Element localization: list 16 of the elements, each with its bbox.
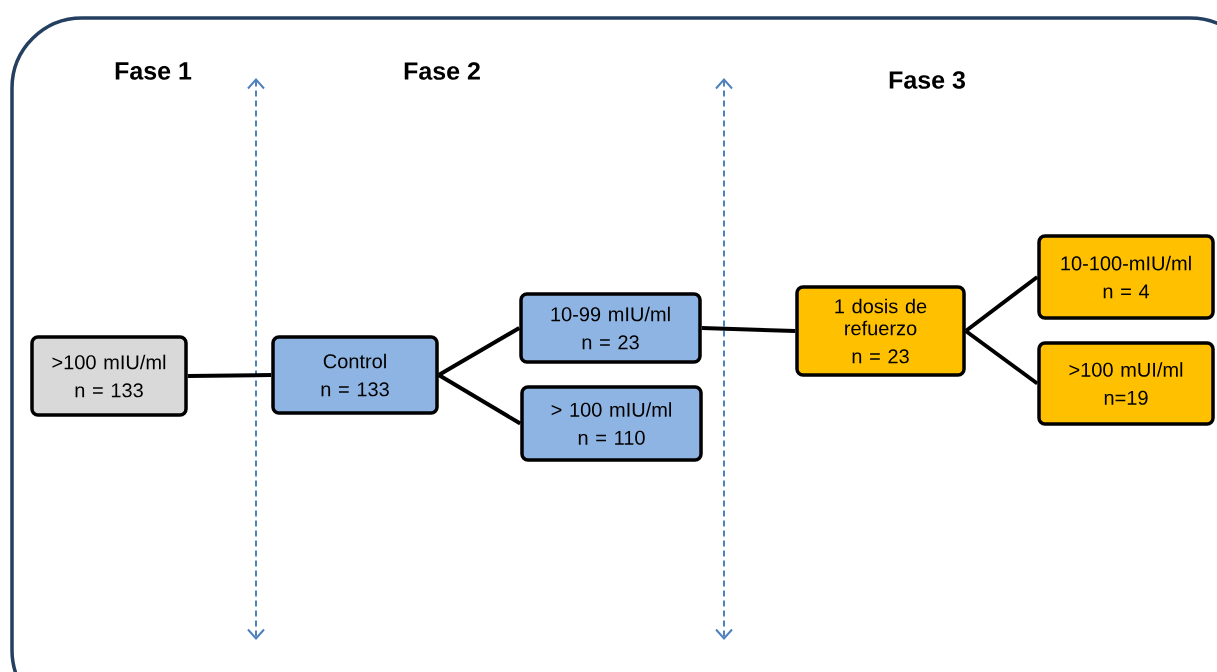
- process-box: >100 mIU/ml n = 133: [30, 335, 188, 417]
- process-box: > 100 mIU/ml n = 110: [520, 385, 703, 462]
- connector-line: [964, 329, 1039, 386]
- process-box: >100 mUI/ml n=19: [1037, 341, 1215, 426]
- phase-title: Fase 3: [889, 71, 965, 89]
- process-box: 10-99 mIU/ml n = 23: [519, 292, 702, 364]
- process-box: 10-100-mIU/ml n = 4: [1037, 234, 1215, 320]
- process-box: Control n = 133: [271, 335, 439, 415]
- phase-title: Fase 2: [404, 62, 480, 80]
- process-box: 1 dosis de refuerzo n = 23: [795, 285, 966, 377]
- connector-line: [437, 373, 522, 426]
- connector-line: [437, 326, 521, 377]
- connector-line: [964, 275, 1039, 333]
- connector-line: [701, 326, 796, 333]
- phase-title: Fase 1: [115, 62, 192, 80]
- connector-line: [187, 373, 272, 378]
